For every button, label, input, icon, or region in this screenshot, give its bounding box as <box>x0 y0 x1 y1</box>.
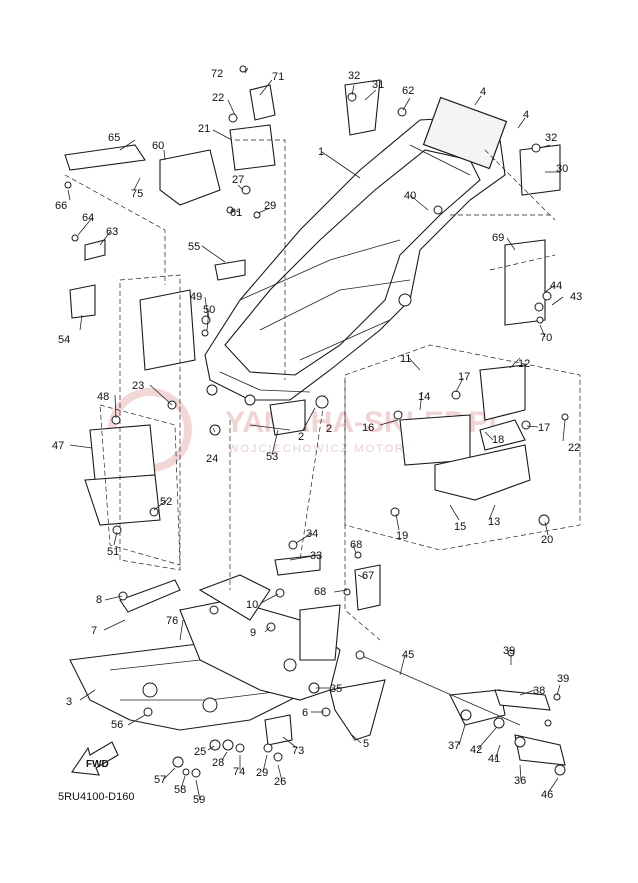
callout-label: 45 <box>402 649 414 661</box>
callout-label: 21 <box>198 123 210 135</box>
callout-label: 23 <box>132 380 144 392</box>
callout-label: 64 <box>82 212 94 224</box>
callout-label: 50 <box>203 304 215 316</box>
callout-label: 22 <box>212 92 224 104</box>
callout-label: 72 <box>211 68 223 80</box>
callout-label: 20 <box>541 534 553 546</box>
callout-label: 70 <box>540 332 552 344</box>
callout-label: 5 <box>363 738 369 750</box>
callout-label: 76 <box>166 615 178 627</box>
callout-label: 6 <box>302 707 308 719</box>
callout-label: 39 <box>557 673 569 685</box>
callout-label: 56 <box>111 719 123 731</box>
callout-label: 46 <box>541 789 553 801</box>
callout-label: 32 <box>348 70 360 82</box>
callout-label: 61 <box>230 207 242 219</box>
callout-label: 68 <box>314 586 326 598</box>
side-cover-parts <box>399 364 531 501</box>
callout-label: 17 <box>538 422 550 434</box>
callout-label: 11 <box>400 353 411 365</box>
callout-label: 12 <box>518 358 530 370</box>
callout-label: 37 <box>448 740 460 752</box>
callout-label: 55 <box>188 241 200 253</box>
callout-label: 28 <box>212 757 224 769</box>
callout-label: 42 <box>470 744 482 756</box>
callout-label: 59 <box>193 794 205 806</box>
callout-label: 4 <box>480 86 486 98</box>
callout-label: 29 <box>264 200 276 212</box>
callout-label: 38 <box>533 685 545 697</box>
callout-label: 26 <box>274 776 286 788</box>
callout-label: 19 <box>396 530 408 542</box>
callout-label: 58 <box>174 784 186 796</box>
callout-label: 7 <box>91 625 97 637</box>
callout-label: 29 <box>256 767 268 779</box>
callout-label: 3 <box>66 696 72 708</box>
callout-label: 48 <box>97 391 109 403</box>
fasteners <box>64 65 569 778</box>
callout-label: 15 <box>454 521 466 533</box>
callout-label: 1 <box>318 146 324 158</box>
callout-label: 51 <box>107 546 119 558</box>
callout-label: 71 <box>272 71 284 83</box>
callout-label: 4 <box>523 109 529 121</box>
callout-label: 39 <box>503 645 515 657</box>
callout-label: 17 <box>458 371 470 383</box>
callout-label: 34 <box>306 528 318 540</box>
callout-label: 35 <box>330 683 342 695</box>
callout-label: 16 <box>362 422 374 434</box>
callout-label: 22 <box>568 442 580 454</box>
callout-labels: 1 2 2 3 4 4 5 6 7 8 9 10 11 12 13 14 15 … <box>52 68 582 806</box>
callout-label: 73 <box>292 745 304 757</box>
fwd-arrow: FWD <box>71 741 119 776</box>
callout-label: 27 <box>232 174 244 186</box>
callout-label: 30 <box>556 163 568 175</box>
callout-label: 63 <box>106 226 118 238</box>
callout-label: 68 <box>350 539 362 551</box>
callout-label: 32 <box>545 132 557 144</box>
callout-label: 31 <box>372 79 384 91</box>
callout-label: 2 <box>326 423 332 435</box>
callout-label: 66 <box>55 200 67 212</box>
callout-label: 74 <box>233 766 245 778</box>
callout-label: 67 <box>362 570 374 582</box>
callout-label: 47 <box>52 440 64 452</box>
leader-lines <box>67 67 566 801</box>
callout-label: 13 <box>488 516 500 528</box>
callout-label: 10 <box>246 599 258 611</box>
callout-label: 2 <box>298 431 304 443</box>
callout-label: 40 <box>404 190 416 202</box>
callout-label: 33 <box>310 550 322 562</box>
callout-label: 75 <box>131 188 143 200</box>
callout-label: 18 <box>492 434 504 446</box>
rear-bracket-parts <box>355 650 566 766</box>
callout-label: 53 <box>266 451 278 463</box>
dashed-group-lines <box>64 139 581 641</box>
fwd-label: FWD <box>86 759 109 770</box>
callout-label: 49 <box>190 291 202 303</box>
bracket-parts <box>119 579 386 741</box>
callout-label: 65 <box>108 132 120 144</box>
callout-label: 24 <box>206 453 218 465</box>
callout-label: 54 <box>58 334 70 346</box>
callout-label: 69 <box>492 232 504 244</box>
callout-label: 43 <box>570 291 582 303</box>
callout-label: 9 <box>250 627 256 639</box>
callout-label: 25 <box>194 746 206 758</box>
callout-label: 52 <box>160 496 172 508</box>
callout-label: 57 <box>154 774 166 786</box>
callout-label: 44 <box>550 280 562 292</box>
callout-label: 14 <box>418 391 430 403</box>
callout-label: 62 <box>402 85 414 97</box>
callout-label: 8 <box>96 594 102 606</box>
callout-label: 41 <box>488 753 500 765</box>
callout-label: 60 <box>152 140 164 152</box>
diagram-code: 5RU4100-D160 <box>58 791 134 803</box>
callout-label: 36 <box>514 775 526 787</box>
